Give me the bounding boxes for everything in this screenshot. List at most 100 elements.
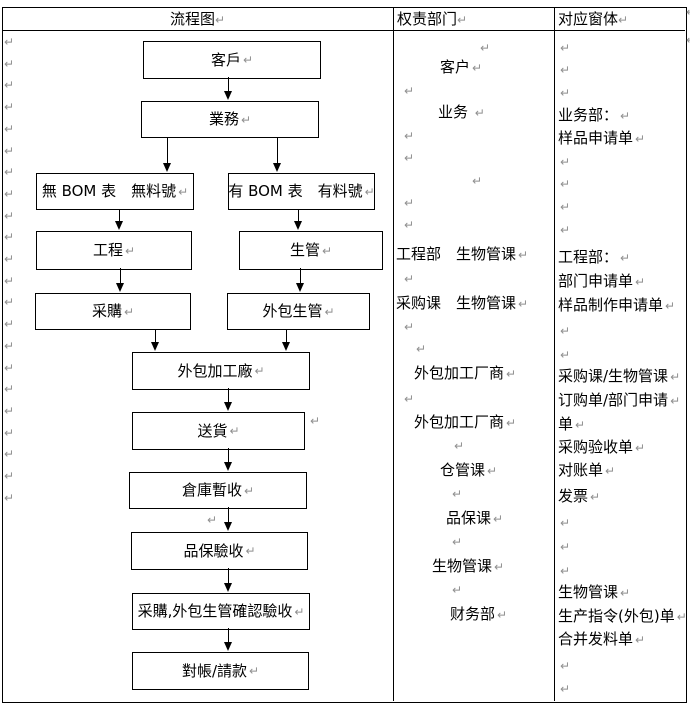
flow-arrow-line-2 — [277, 137, 278, 164]
header-flowchart-title: 流程图↵ — [2, 8, 393, 31]
pilcrow-mark: ↵ — [4, 35, 15, 49]
pilcrow-mark: ↵ — [123, 304, 135, 319]
pilcrow-mark: ↵ — [4, 144, 15, 158]
pilcrow-mark: ↵ — [560, 682, 571, 696]
department-text-line: 财务部↵ — [450, 603, 507, 626]
department-text-line: 业务 ↵ — [438, 101, 485, 124]
pilcrow-mark: ↵ — [452, 535, 463, 549]
flow-arrowhead-icon-3 — [115, 221, 123, 230]
pilcrow-mark: ↵ — [575, 418, 586, 432]
pilcrow-mark: ↵ — [686, 6, 690, 18]
pilcrow-mark: ↵ — [404, 320, 415, 334]
pilcrow-mark: ↵ — [62, 0, 72, 3]
pilcrow-mark: ↵ — [493, 512, 504, 526]
flow-arrow-line-4 — [298, 209, 299, 222]
form-label: 业务部： — [558, 106, 619, 124]
flowchart-box-outsource-production-control: 外包生管↵ — [227, 293, 370, 330]
empty-line: ↵ — [558, 511, 570, 534]
flowchart-box-engineering: 工程↵ — [36, 231, 192, 270]
pilcrow-mark: ↵ — [472, 174, 483, 188]
empty-line: ↵ — [402, 191, 414, 214]
flow-arrow-line-5 — [120, 268, 121, 284]
form-label: 订购单/部门申请 — [558, 391, 669, 409]
empty-line: ↵ — [450, 578, 462, 601]
flow-arrow-line-7 — [155, 329, 156, 343]
form-text-line: 生产指令(外包)单↵ — [558, 605, 687, 628]
empty-line: ↵ — [402, 79, 414, 102]
form-text-line: 生物管课↵ — [558, 581, 630, 604]
pilcrow-mark: ↵ — [404, 151, 415, 165]
form-label: 发票 — [558, 487, 589, 505]
pilcrow-mark: ↵ — [4, 187, 15, 201]
form-label: 采购课/生物管课 — [558, 367, 669, 385]
form-text-line: 工程部：↵ — [558, 246, 630, 269]
form-text-line: 样品制作申请单↵ — [558, 294, 675, 317]
pilcrow-mark: ↵ — [686, 34, 690, 46]
form-label: 样品制作申请单 — [558, 296, 664, 314]
department-text-line: 品保课↵ — [446, 507, 503, 530]
header-department-label: 权责部门 — [397, 10, 458, 28]
pilcrow-mark: ↵ — [404, 84, 415, 98]
empty-line: ↵ — [558, 535, 570, 558]
flow-arrowhead-icon-12 — [224, 583, 232, 592]
pilcrow-mark: ↵ — [229, 424, 240, 438]
pilcrow-mark: ↵ — [404, 129, 415, 143]
pilcrow-mark: ↵ — [635, 633, 646, 647]
pilcrow-mark: ↵ — [560, 223, 571, 237]
flowchart-box-label: 送貨 — [197, 421, 228, 440]
header-department-title: 权责部门↵ — [397, 8, 467, 31]
flow-arrowhead-icon-9 — [224, 402, 232, 411]
flowchart-box-label: 倉庫暫收 — [181, 481, 242, 499]
pilcrow-mark: ↵ — [676, 610, 687, 624]
pilcrow-mark: ↵ — [472, 61, 483, 75]
pilcrow-mark: ↵ — [560, 540, 571, 554]
empty-line: ↵ — [558, 150, 570, 173]
flow-arrow-line-11 — [228, 507, 229, 523]
pilcrow-mark: ↵ — [635, 441, 646, 455]
department-label: 品保课 — [446, 509, 492, 527]
empty-line: ↵ — [558, 343, 570, 366]
department-label: 仓管课 — [440, 461, 486, 479]
flowchart-box-label: 對帳/請款 — [181, 661, 247, 680]
pilcrow-mark: ↵ — [497, 608, 508, 622]
pilcrow-mark: ↵ — [605, 464, 616, 478]
flow-arrowhead-icon-8 — [282, 342, 290, 351]
pilcrow-mark: ↵ — [560, 41, 571, 55]
flow-arrow-line-13 — [228, 628, 229, 643]
flowchart-box-delivery: 送貨↵ — [132, 412, 305, 450]
form-label: 生物管课 — [558, 583, 619, 601]
form-label: 采购验收单 — [558, 438, 634, 456]
pilcrow-mark: ↵ — [670, 370, 681, 384]
pilcrow-mark: ↵ — [4, 78, 15, 92]
empty-line: ↵ — [558, 81, 570, 104]
flowchart-box-outsource-factory: 外包加工廠↵ — [132, 352, 310, 390]
pilcrow-mark: ↵ — [242, 53, 254, 67]
pilcrow-mark: ↵ — [4, 274, 15, 288]
form-text-line: 合并发料单↵ — [558, 628, 645, 651]
pilcrow-mark: ↵ — [620, 251, 631, 265]
form-text-line: 对账单↵ — [558, 459, 615, 482]
department-label: 采购课 生物管课 — [396, 294, 517, 312]
pilcrow-mark: ↵ — [454, 439, 465, 453]
column-divider-2 — [554, 7, 555, 701]
pilcrow-mark: ↵ — [4, 57, 15, 71]
pilcrow-mark: ↵ — [670, 394, 681, 408]
header-flowchart-label: 流程图 — [169, 10, 215, 28]
pilcrow-mark: ↵ — [560, 564, 571, 578]
department-label: 外包加工厂商 — [414, 364, 505, 382]
form-label: 工程部： — [558, 248, 619, 266]
pilcrow-mark: ↵ — [590, 490, 601, 504]
form-text-line: 部门申请单↵ — [558, 270, 645, 293]
empty-line: ↵ — [414, 337, 426, 360]
pilcrow-mark: ↵ — [4, 382, 15, 396]
department-label: 工程部 生物管课 — [396, 245, 517, 263]
form-label: 对账单 — [558, 461, 604, 479]
pilcrow-mark: ↵ — [4, 491, 15, 505]
pilcrow-mark: ↵ — [4, 252, 15, 266]
pilcrow-mark: ↵ — [4, 209, 15, 223]
pilcrow-mark: ↵ — [506, 416, 517, 430]
form-label: 样品申请单 — [558, 129, 634, 147]
pilcrow-mark: ↵ — [635, 275, 646, 289]
department-label: 外包加工厂商 — [414, 413, 505, 431]
empty-line: ↵ — [558, 559, 570, 582]
